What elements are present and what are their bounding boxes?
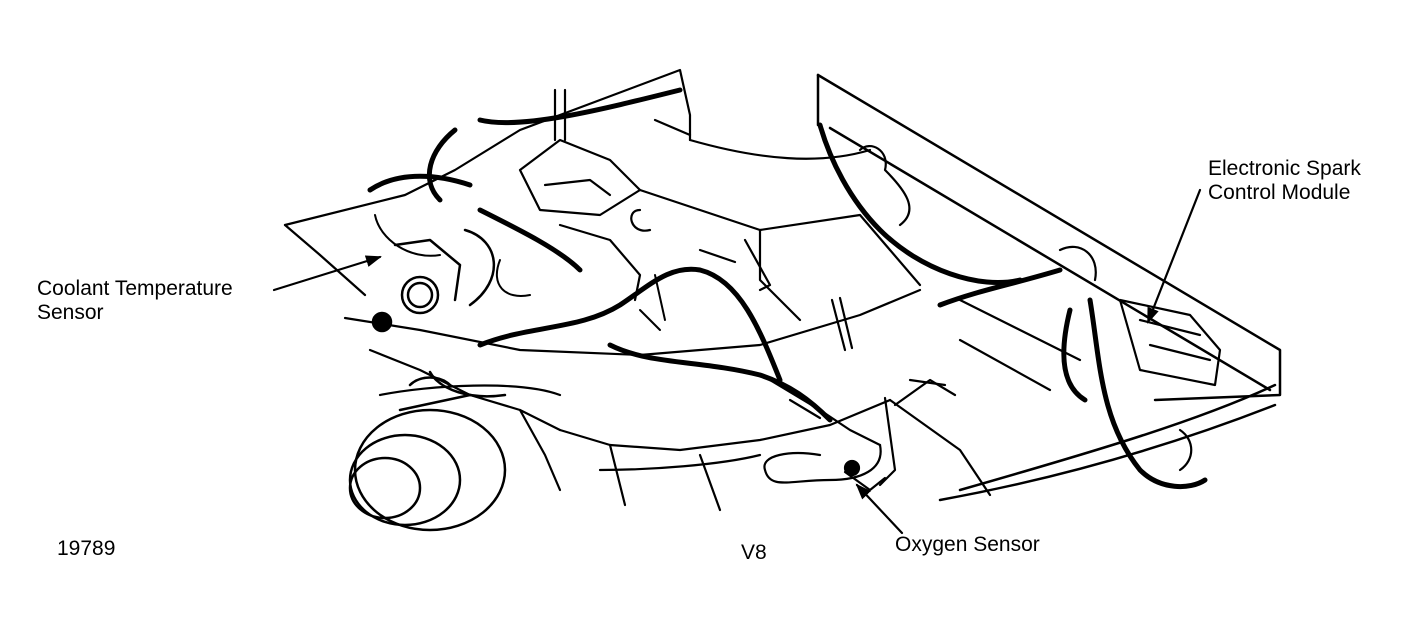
wiring-harness-left: [367, 87, 833, 423]
electronic-spark-control-module-label: Electronic Spark Control Module: [1208, 157, 1361, 205]
wiring-harness-left-thin: [374, 214, 666, 331]
engine-block: [283, 68, 1082, 512]
esc-callout-arrow: [1146, 188, 1202, 324]
esc-module: [858, 145, 1222, 472]
engine-type-label: V8: [741, 541, 767, 564]
esc-label-line-1: Electronic Spark: [1208, 157, 1361, 180]
coolant-sensor-housing: [371, 228, 496, 333]
esc-label-line-2: Control Module: [1208, 181, 1351, 204]
coolant-label-line-1: Coolant Temperature: [37, 277, 233, 300]
intake-manifold: [518, 88, 692, 232]
callout-arrows: [272, 188, 1202, 535]
oxygen-sensor-lead: [763, 378, 897, 492]
firewall-outline: [816, 73, 1282, 502]
wiring-harness-right: [817, 122, 1208, 490]
coolant-temperature-sensor-label: Coolant Temperature Sensor: [37, 277, 233, 325]
figure-number: 19789: [57, 537, 116, 560]
oxygen-sensor-label: Oxygen Sensor: [895, 533, 1040, 557]
coolant-callout-arrow: [272, 255, 382, 292]
coolant-label-line-2: Sensor: [37, 301, 104, 324]
oxygen-label-line-1: Oxygen Sensor: [895, 533, 1040, 556]
oxygen-callout-arrow: [855, 483, 904, 535]
crankshaft-pulley: [348, 370, 507, 532]
